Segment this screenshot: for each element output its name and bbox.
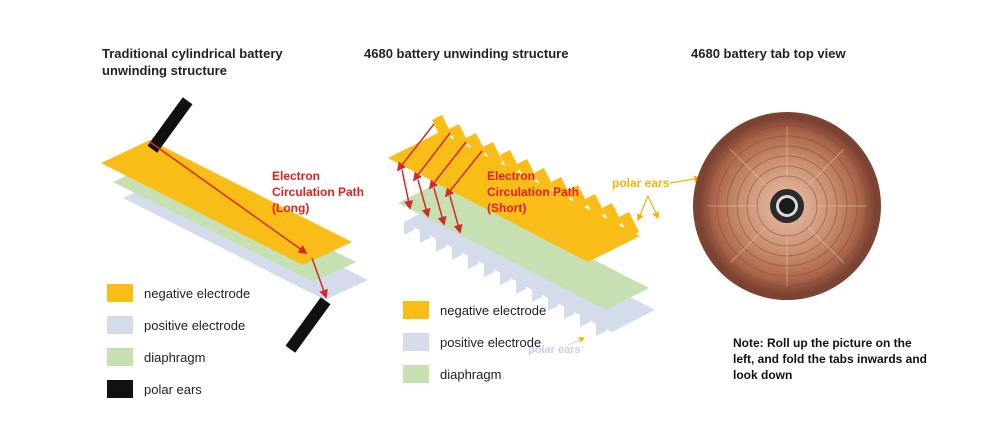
legend-label: negative electrode [440, 302, 547, 318]
long-path-label: Electron Circulation Path (Long) [272, 168, 364, 216]
legend-label: negative electrode [144, 285, 251, 301]
short-path-label-line3: (Short) [487, 201, 527, 215]
legend-swatch [107, 284, 133, 302]
short-path-down-1 [401, 169, 413, 210]
tab-radial-lines [707, 126, 867, 286]
negative-tabs [432, 115, 639, 237]
left-title-line2: unwinding structure [102, 63, 227, 78]
legend-item: positive electrode [107, 316, 245, 334]
roll-up-note: Note: Roll up the picture on the left, a… [733, 335, 973, 383]
note-line2: left, and fold the tabs inwards and [733, 352, 928, 366]
legend-item: diaphragm [107, 348, 205, 366]
ears-pointer-2 [647, 195, 659, 220]
long-path-label-line2: Circulation Path [272, 185, 365, 199]
short-path-down-3 [433, 187, 447, 226]
positive-tabs [404, 217, 606, 336]
left-title-line1: Traditional cylindrical battery [102, 46, 283, 61]
legend-swatch [403, 333, 429, 351]
short-circulation-path-arrow-3 [428, 141, 467, 190]
negative-electrode-sheet-4680 [388, 132, 640, 262]
long-circulation-path-arrow-2 [311, 257, 328, 299]
polar-ears-label: polar ears [612, 176, 670, 190]
legend-item: polar ears [107, 380, 202, 398]
negative-electrode-sheet [101, 140, 352, 265]
middle-panel-title: 4680 battery unwinding structure [364, 46, 569, 61]
short-path-label-line2: Circulation Path [487, 185, 580, 199]
legend-label: positive electrode [144, 317, 246, 333]
tab-top-view [693, 112, 881, 300]
ears-pointer-3 [669, 175, 702, 184]
legend-item: negative electrode [107, 284, 250, 302]
traditional-electrode-stack [101, 97, 368, 353]
legend-label: polar ears [144, 381, 202, 397]
center-hole-core [779, 198, 795, 214]
legend-label: diaphragm [144, 349, 206, 365]
short-circulation-path-arrow-1 [396, 123, 435, 172]
ears-pointer-1 [636, 195, 649, 222]
legend-swatch [107, 380, 133, 398]
legend-label: diaphragm [440, 366, 502, 382]
legend-swatch [107, 316, 133, 334]
legend-item: negative electrode [403, 301, 546, 319]
long-circulation-path-arrow [149, 141, 308, 255]
legend-swatch [107, 348, 133, 366]
watermark-pointer [567, 337, 586, 346]
long-path-label-line1: Electron [272, 169, 321, 183]
note-line3: look down [733, 368, 793, 382]
legend-label: positive electrode [440, 334, 542, 350]
diaphragm-sheet-4680 [398, 181, 649, 310]
legend-item: positive electrode [403, 333, 541, 351]
short-circulation-path-arrow-2 [412, 132, 451, 182]
short-path-label-line1: Electron [487, 169, 536, 183]
short-path-down-2 [417, 179, 431, 218]
tabless-electrode-stack [388, 115, 702, 346]
left-panel-title: Traditional cylindrical battery unwindin… [102, 45, 283, 79]
short-path-label: Electron Circulation Path (Short) [487, 168, 579, 216]
bottom-polar-ear [285, 297, 331, 353]
long-path-label-line3: (Long) [272, 201, 310, 215]
legend-swatch [403, 301, 429, 319]
top-polar-ear [147, 97, 193, 153]
legend-item: diaphragm [403, 365, 501, 383]
polar-ears-watermark: polar ears [528, 344, 581, 356]
short-path-down-4 [449, 195, 463, 234]
short-circulation-path-arrow-4 [444, 150, 483, 198]
right-panel-title: 4680 battery tab top view [691, 46, 846, 61]
legend-swatch [403, 365, 429, 383]
note-line1: Note: Roll up the picture on the [733, 336, 912, 350]
